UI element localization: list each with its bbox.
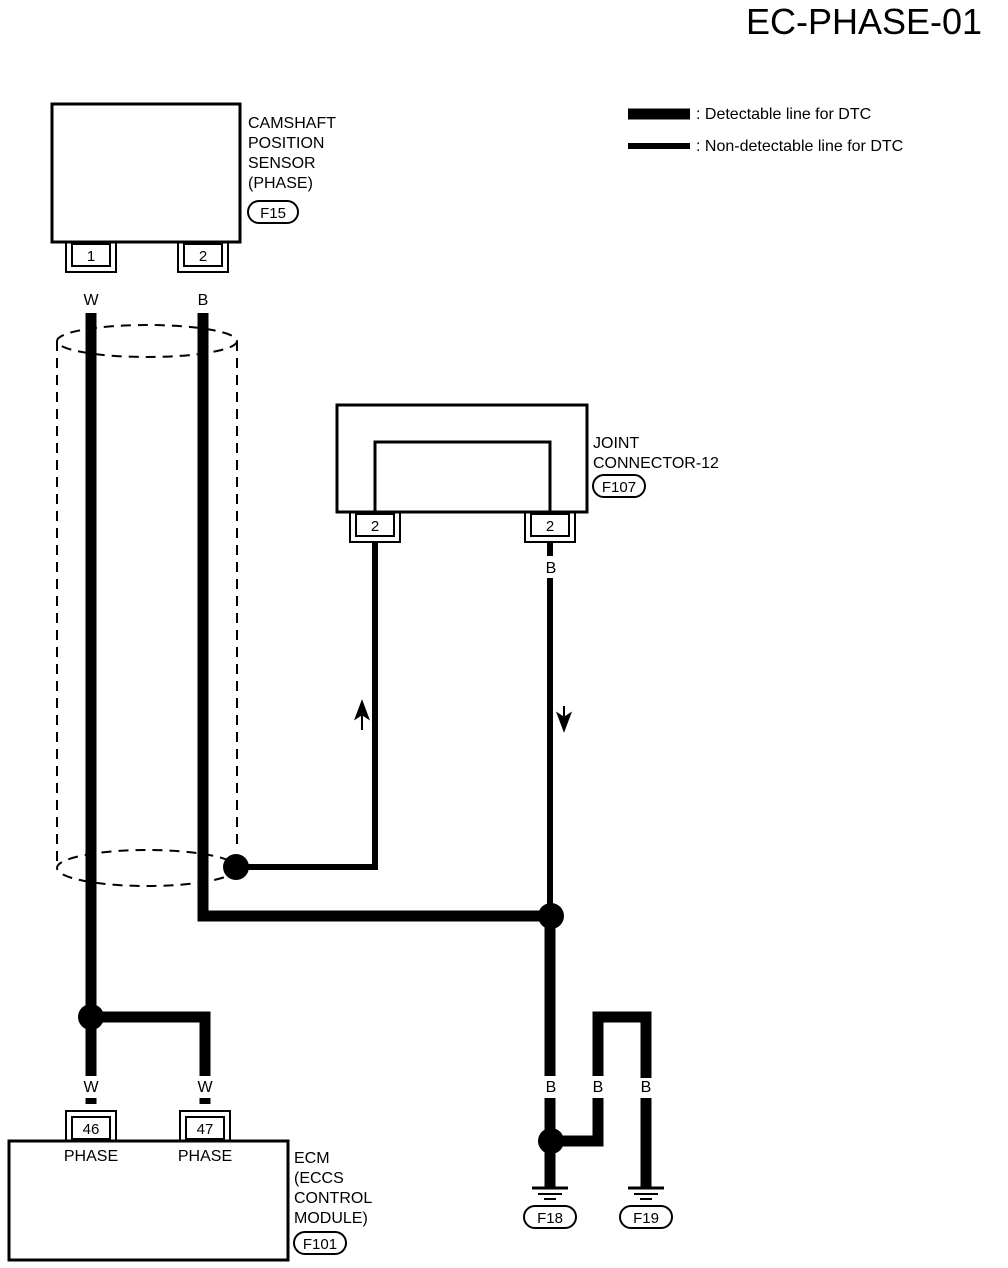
joint-label-line-2: CONNECTOR-12 bbox=[593, 455, 719, 472]
joint-wire-color-gap bbox=[540, 556, 560, 578]
connector-badge-f101-label: F101 bbox=[303, 1236, 337, 1253]
connector-badge-f18-label: F18 bbox=[537, 1210, 563, 1227]
sensor-pin-2-housing bbox=[177, 242, 229, 273]
wire-b-ground-loop bbox=[552, 1011, 652, 1147]
sensor-pin-1-box bbox=[71, 243, 111, 267]
sensor-pin-1: 1 bbox=[87, 248, 95, 265]
diagram-title: EC-PHASE-01 bbox=[746, 1, 982, 42]
joint-pin-b-housing bbox=[524, 512, 576, 543]
connector-badge-f107-label: F107 bbox=[602, 479, 636, 496]
ground-f19: F19 bbox=[619, 1186, 673, 1229]
ecm-label-line-4: MODULE) bbox=[294, 1210, 368, 1227]
wire-w-branch-47 bbox=[91, 1011, 211, 1104]
joint-connector: JOINT CONNECTOR-12 F107 2 2 B bbox=[335, 403, 719, 578]
joint-connector-bridge bbox=[373, 440, 552, 512]
wire-color-b-ground-3: B bbox=[641, 1079, 652, 1096]
legend-non-detectable-label: : Non-detectable line for DTC bbox=[696, 138, 903, 155]
ground-label-gap-2 bbox=[587, 1076, 609, 1098]
ground-label-gap-1 bbox=[540, 1076, 562, 1098]
ground-f18: F18 bbox=[523, 1186, 577, 1229]
connector-badge-f19-label: F19 bbox=[633, 1210, 659, 1227]
sensor-label-line-2: POSITION bbox=[248, 135, 324, 152]
junction-w-split bbox=[78, 1004, 104, 1030]
sensor-label-line-3: SENSOR bbox=[248, 155, 316, 172]
arrow-down-icon bbox=[555, 706, 573, 733]
ecm-label-line-3: CONTROL bbox=[294, 1190, 372, 1207]
wire-color-b-ground-2: B bbox=[593, 1079, 604, 1096]
wire-color-w-top: W bbox=[83, 292, 99, 309]
ecm-pin-46-box bbox=[71, 1116, 111, 1140]
sensor-pin-1-housing bbox=[65, 242, 117, 273]
joint-pin-b-box bbox=[530, 513, 570, 537]
ecm-label-gap-1 bbox=[80, 1076, 102, 1098]
sensor-label-line-4: (PHASE) bbox=[248, 175, 313, 192]
joint-connector-box bbox=[335, 403, 589, 514]
legend-detectable-label: : Detectable line for DTC bbox=[696, 106, 871, 123]
connector-badge-f107 bbox=[592, 474, 646, 498]
connector-badge-f15 bbox=[247, 200, 299, 224]
arrow-up-icon bbox=[353, 699, 371, 730]
sensor-pin-2: 2 bbox=[199, 248, 207, 265]
sensor-label-line-1: CAMSHAFT bbox=[248, 115, 336, 132]
wire-color-b-top: B bbox=[198, 292, 209, 309]
ecm-pin-46-label: PHASE bbox=[64, 1148, 118, 1165]
ecm-pin-47-label: PHASE bbox=[178, 1148, 232, 1165]
joint-pin-b: 2 bbox=[546, 518, 554, 535]
sensor-pin-2-box bbox=[183, 243, 223, 267]
wire-b-sensor-ground bbox=[197, 313, 552, 922]
legend: : Detectable line for DTC : Non-detectab… bbox=[628, 106, 903, 155]
wire-color-w-46: W bbox=[83, 1079, 99, 1096]
ecm-box bbox=[7, 1139, 290, 1262]
ecm-label-gap-2 bbox=[194, 1076, 216, 1098]
ecm-pin-46-housing bbox=[65, 1110, 117, 1141]
sensor-box bbox=[50, 102, 242, 244]
junction-ground-b bbox=[538, 903, 564, 929]
joint-label-line-1: JOINT bbox=[593, 435, 639, 452]
camshaft-sensor: CAMSHAFT POSITION SENSOR (PHASE) F15 1 2… bbox=[50, 102, 336, 309]
ecm-pin-46: 46 bbox=[83, 1121, 100, 1138]
wires bbox=[85, 313, 652, 1188]
joint-pin-a: 2 bbox=[371, 518, 379, 535]
connector-badge-f15-label: F15 bbox=[260, 205, 286, 222]
junction-ground-f18 bbox=[538, 1128, 564, 1154]
connector-badge-f19 bbox=[619, 1205, 673, 1229]
shielded-cable bbox=[56, 324, 238, 887]
ecm-pin-47-housing bbox=[179, 1110, 231, 1141]
ecm-label-line-1: ECM bbox=[294, 1150, 330, 1167]
ecm-label-line-2: (ECCS bbox=[294, 1170, 344, 1187]
joint-pin-a-housing bbox=[349, 512, 401, 543]
ecm: ECM (ECCS CONTROL MODULE) F101 46 47 PHA… bbox=[7, 1110, 372, 1262]
joint-pin-a-box bbox=[355, 513, 395, 537]
shield-top-ellipse bbox=[56, 324, 238, 358]
shield-bottom-ellipse bbox=[56, 849, 238, 887]
ecm-pin-47-box bbox=[185, 1116, 225, 1140]
wire-color-b-ground-1: B bbox=[546, 1079, 557, 1096]
wire-shield-drain bbox=[236, 542, 378, 870]
connector-badge-f101 bbox=[293, 1231, 347, 1255]
wire-color-w-47: W bbox=[197, 1079, 213, 1096]
ecm-pin-47: 47 bbox=[197, 1121, 214, 1138]
wire-color-b-joint: B bbox=[546, 560, 557, 577]
junction-shield bbox=[223, 854, 249, 880]
connector-badge-f18 bbox=[523, 1205, 577, 1229]
